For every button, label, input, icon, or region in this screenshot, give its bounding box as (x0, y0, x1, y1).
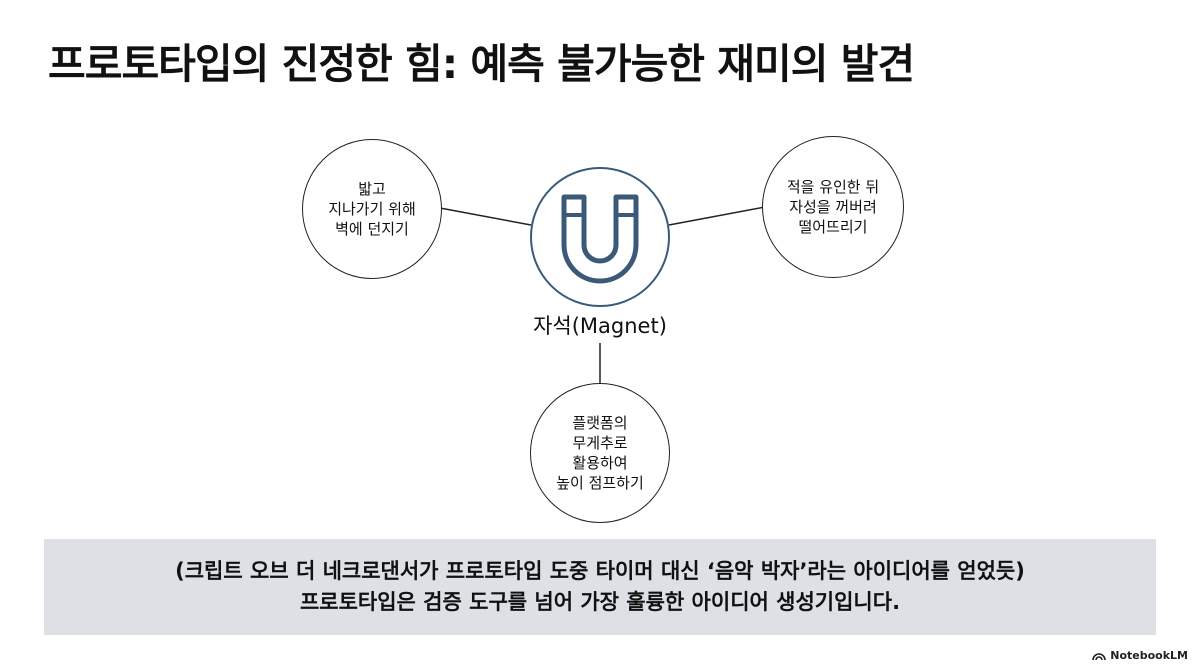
magnet-label: 자석(Magnet) (533, 314, 667, 338)
caption-box: (크립트 오브 더 네크로댄서가 프로토타입 도중 타이머 대신 ‘음악 박자’… (44, 539, 1156, 635)
magnet-icon (561, 194, 639, 284)
idea-bubble-left: 밟고 지나가기 위해 벽에 던지기 (302, 139, 442, 279)
brand-label: NotebookLM (1110, 649, 1188, 662)
caption-line-1: (크립트 오브 더 네크로댄서가 프로토타입 도중 타이머 대신 ‘음악 박자’… (175, 558, 1025, 583)
idea-bubble-left-text: 밟고 지나가기 위해 벽에 던지기 (328, 179, 416, 239)
idea-bubble-right: 적을 유인한 뒤 자성을 꺼버려 떨어뜨리기 (762, 136, 904, 278)
caption-line-2: 프로토타입은 검증 도구를 넘어 가장 훌륭한 아이디어 생성기입니다. (299, 590, 901, 614)
connector-left (439, 207, 532, 226)
brand-badge: NotebookLM (1092, 649, 1188, 662)
connector-right (668, 206, 766, 226)
page-title: 프로토타입의 진정한 힘: 예측 불가능한 재미의 발견 (48, 40, 915, 88)
magnet-circle (530, 167, 670, 307)
idea-bubble-bottom-text: 플랫폼의 무게추로 활용하여 높이 점프하기 (556, 413, 644, 493)
idea-bubble-right-text: 적을 유인한 뒤 자성을 꺼버려 떨어뜨리기 (786, 177, 880, 237)
notebooklm-logo-icon (1092, 652, 1107, 660)
idea-bubble-bottom: 플랫폼의 무게추로 활용하여 높이 점프하기 (530, 383, 670, 523)
